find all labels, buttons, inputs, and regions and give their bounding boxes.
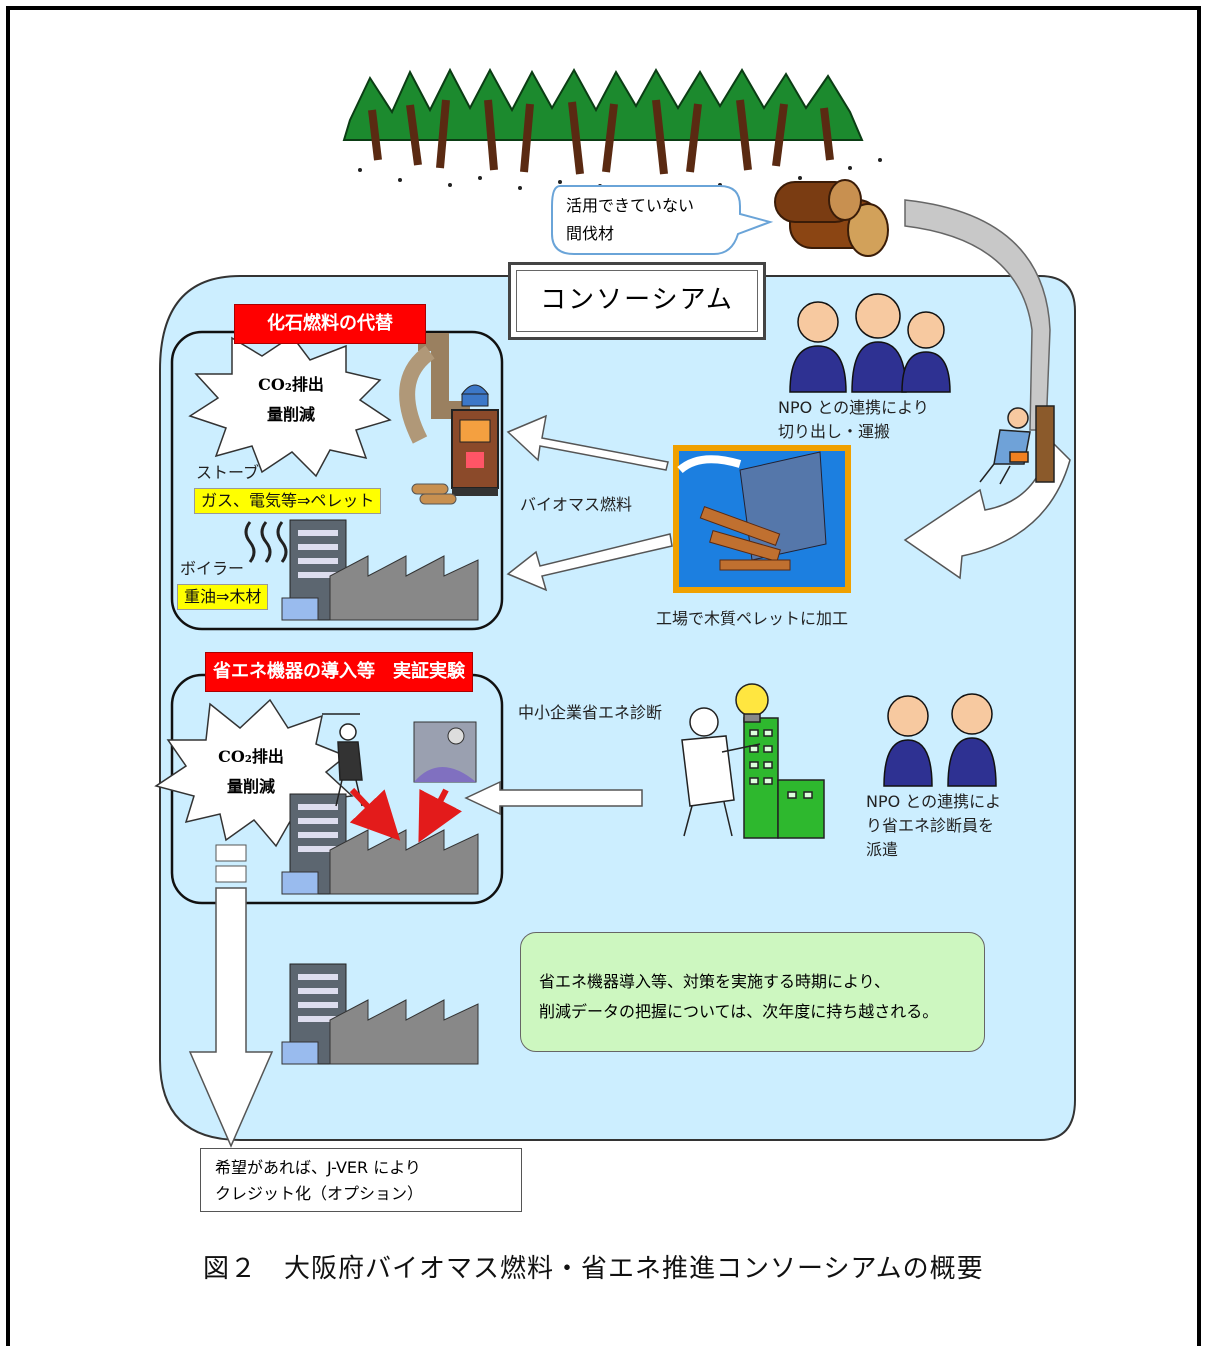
jver-box: 希望があれば、J-VER により クレジット化（オプション） — [200, 1148, 522, 1212]
factory-pellet-label: 工場で木質ペレットに加工 — [656, 609, 849, 628]
forest-icon — [342, 67, 882, 190]
note-box: 省エネ機器導入等、対策を実施する時期により、 削減データの把握については、次年度… — [520, 932, 985, 1052]
boiler-change: 重油⇒木材 — [177, 584, 269, 610]
figure-frame — [6, 6, 1201, 1346]
red-arrow-2 — [418, 788, 462, 843]
npo-diagnosis-line3: 派遣 — [866, 840, 899, 859]
biomass-fuel-label: バイオマス燃料 — [520, 495, 633, 514]
npo-transport-label: NPO との連携により 切り出し・運搬 — [778, 396, 929, 444]
steam-icon — [244, 521, 288, 563]
npo-diagnosis-line1: NPO との連携によ — [866, 792, 1002, 811]
npo-diagnosis-label: NPO との連携によ り省エネ診断員を 派遣 — [866, 790, 1001, 862]
stove-icon — [399, 333, 499, 505]
section2-co2: CO₂排出 量削減 — [196, 742, 306, 802]
stove-change: ガス、電気等⇒ペレット — [194, 488, 382, 514]
jver-line2: クレジット化（オプション） — [215, 1184, 424, 1203]
logs-icon — [774, 179, 889, 257]
npo-people-top — [789, 293, 951, 393]
to-factory-arrow — [903, 438, 1071, 580]
section2-co2-line2: 量削減 — [226, 777, 275, 796]
sme-diagnosis-label: 中小企業省エネ診断 — [518, 703, 663, 722]
lumberjack-icon — [979, 405, 1055, 485]
credit-down-arrow — [188, 844, 274, 1148]
doctor-icon — [681, 683, 825, 839]
fuel-arrow-to-stove — [506, 414, 669, 471]
forest-bubble-line2: 間伐材 — [566, 224, 615, 243]
pellet-factory-icon — [673, 445, 851, 593]
boiler-label: ボイラー — [180, 559, 245, 578]
section1-co2-line1: CO₂排出 — [258, 375, 324, 394]
section1-co2: CO₂排出 量削減 — [236, 370, 346, 430]
npo-transport-line1: NPO との連携により — [778, 398, 929, 417]
co2-burst-1 — [188, 334, 392, 478]
figure-caption: 図２ 大阪府バイオマス燃料・省エネ推進コンソーシアムの概要 — [203, 1254, 984, 1284]
jver-line1: 希望があれば、J-VER により — [215, 1158, 421, 1177]
section2-co2-line1: CO₂排出 — [218, 747, 284, 766]
note-line2: 削減データの把握については、次年度に持ち越される。 — [539, 1002, 939, 1021]
note-line1: 省エネ機器導入等、対策を実施する時期により、 — [539, 972, 891, 991]
section1-title: 化石燃料の代替 — [234, 304, 426, 344]
section1-co2-line2: 量削減 — [266, 405, 315, 424]
factory-icon-1 — [281, 519, 479, 621]
stove-label: ストーブ — [196, 463, 260, 482]
speech-bubble — [551, 185, 774, 255]
section2-title: 省エネ機器の導入等 実証実験 — [205, 652, 473, 692]
npo-transport-line2: 切り出し・運搬 — [778, 422, 891, 441]
red-arrow-1 — [349, 787, 401, 841]
diagnosis-arrow — [464, 780, 643, 816]
consortium-label: コンソーシアム — [508, 262, 766, 340]
forest-bubble-line1: 活用できていない — [566, 196, 695, 215]
npo-people-bottom — [883, 693, 997, 787]
npo-diagnosis-line2: り省エネ診断員を — [866, 816, 995, 835]
fuel-arrow-to-boiler — [506, 533, 673, 592]
forest-bubble-text: 活用できていない 間伐材 — [552, 186, 732, 252]
ventilation-icon — [413, 721, 477, 783]
